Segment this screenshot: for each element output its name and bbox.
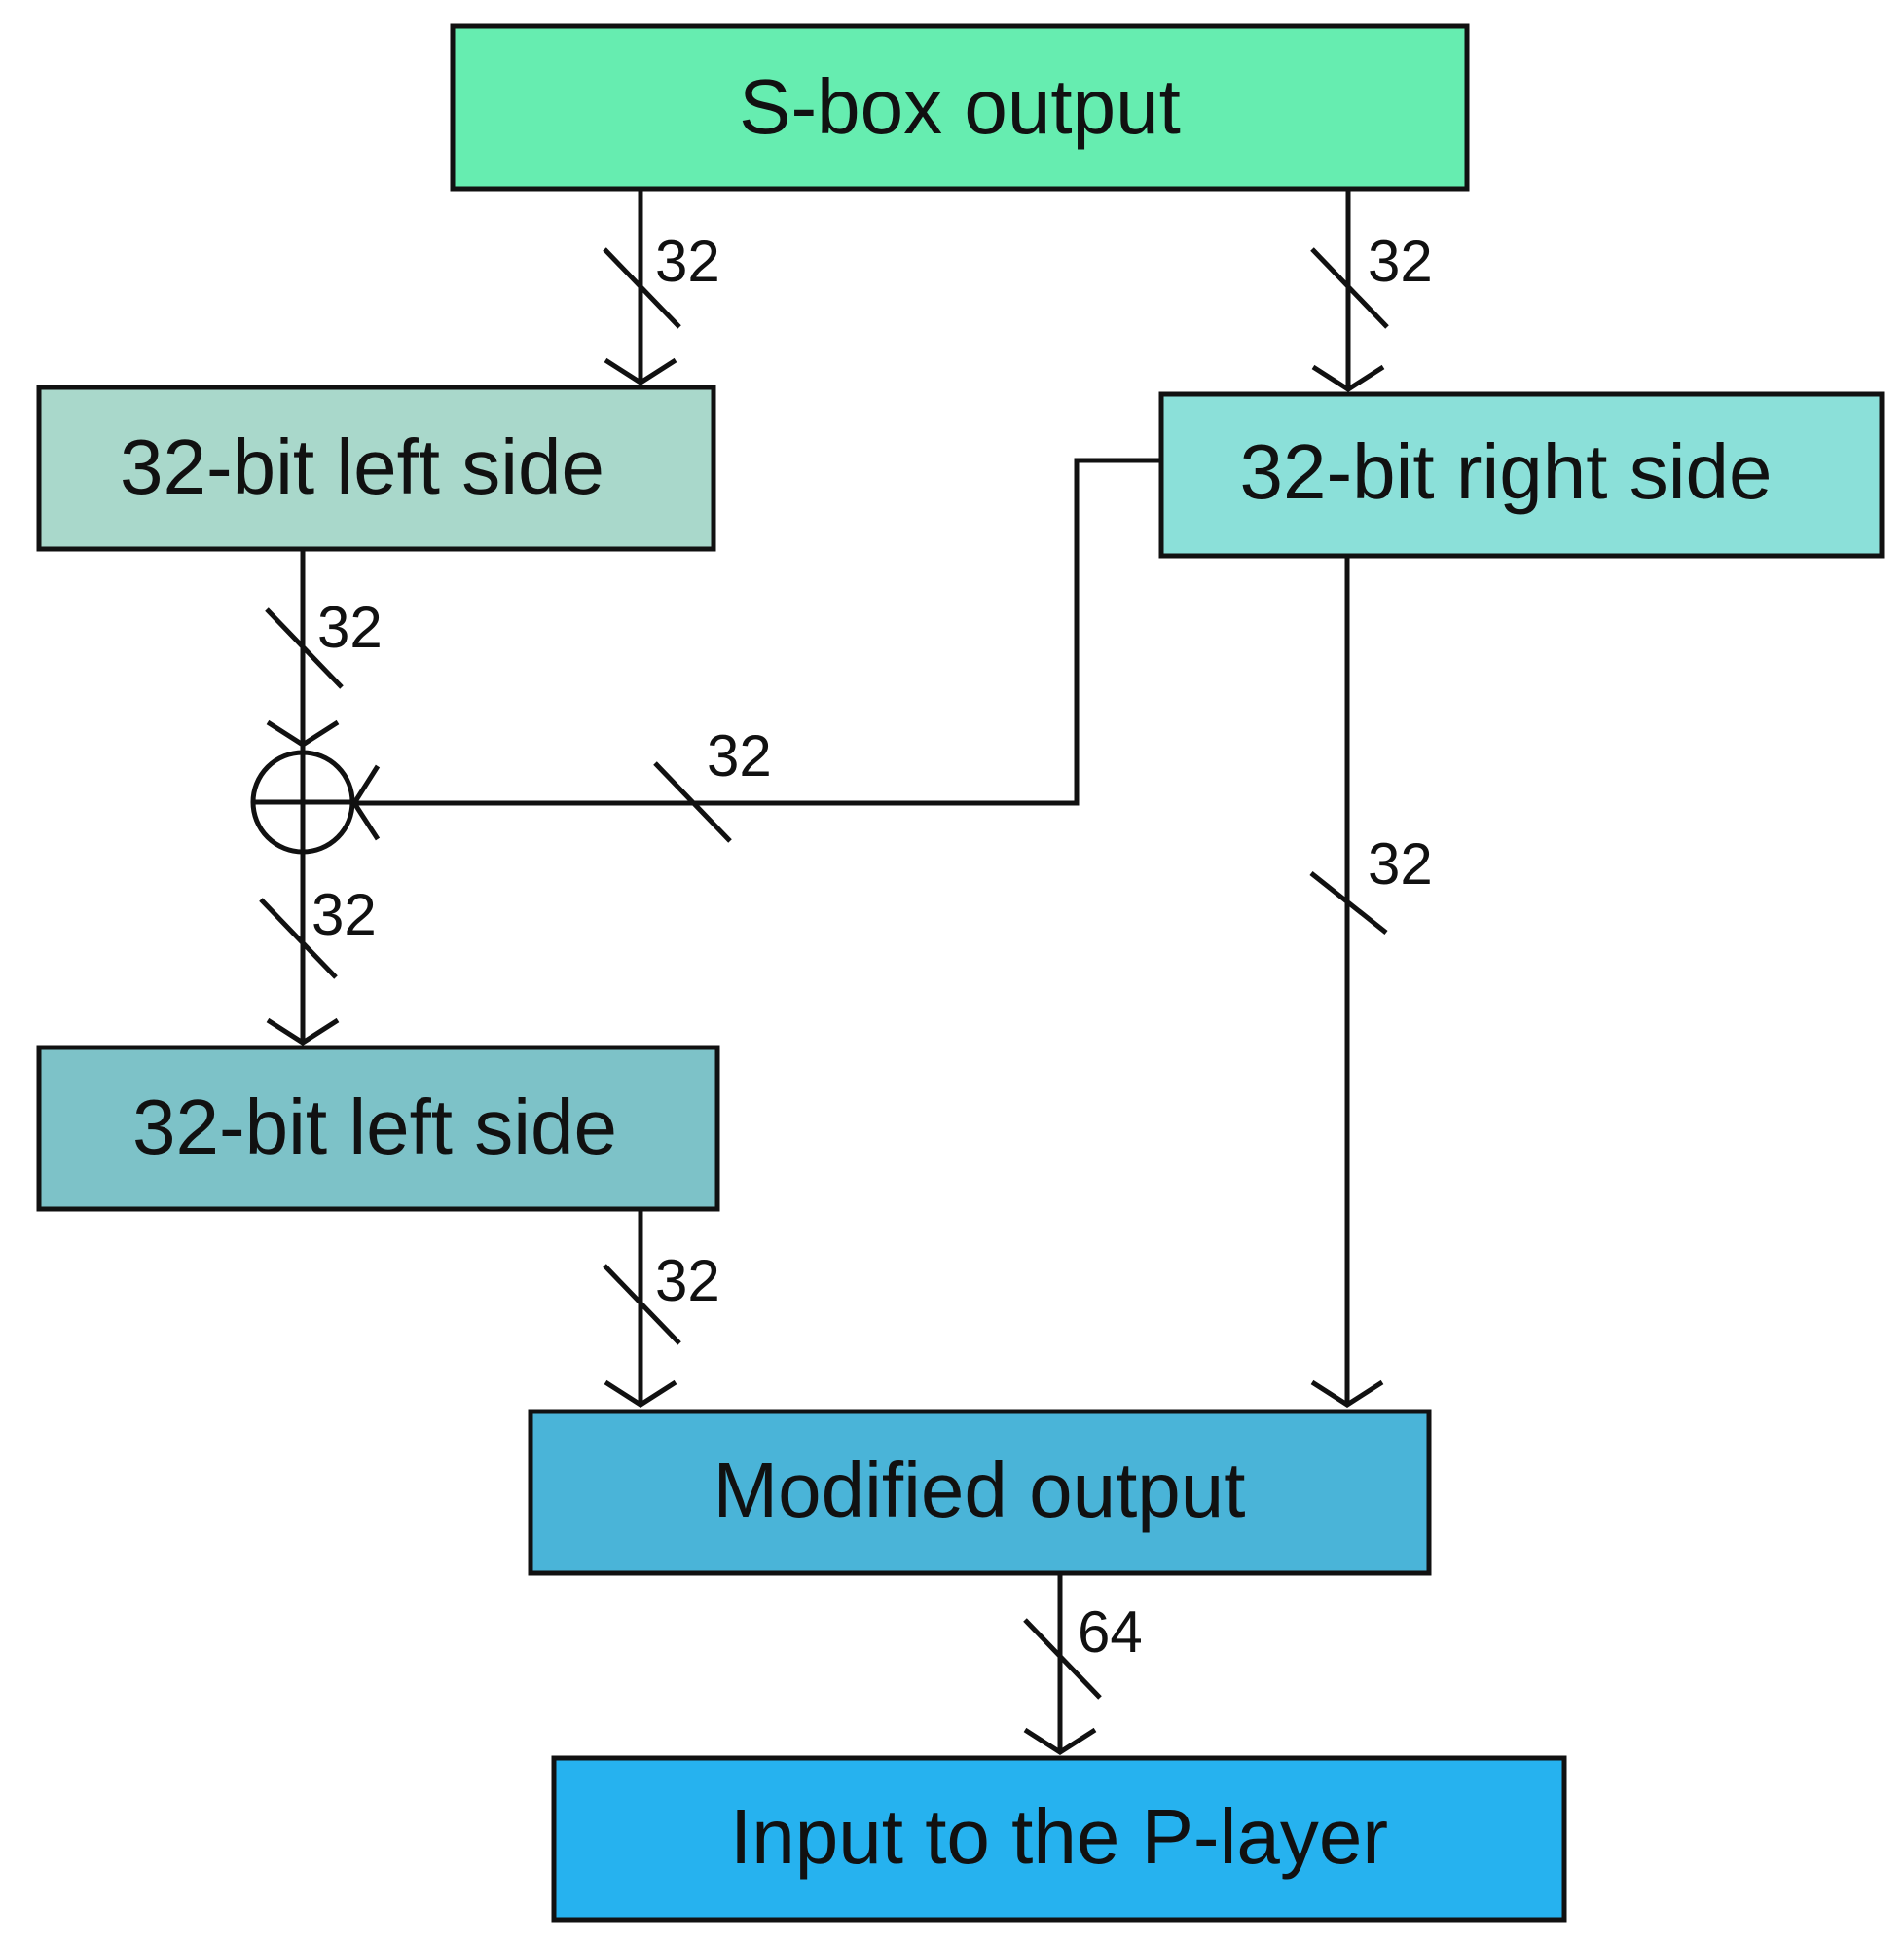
wire-left-to-modified: 32 — [603, 1209, 720, 1408]
bus-slash-icon — [1309, 871, 1388, 935]
bus-width-label: 32 — [655, 229, 720, 294]
sbox-output-label: S-box output — [739, 63, 1181, 150]
sbox-output-box — [450, 23, 1470, 192]
arrow-head-icon — [1023, 1727, 1097, 1755]
right-block: 32-bit right side — [1158, 391, 1885, 559]
xor-symbol-icon — [250, 750, 355, 855]
bus-width-label: 32 — [1368, 831, 1433, 897]
player-input-label: Input to the P-layer — [730, 1793, 1388, 1880]
left-top-box — [36, 385, 716, 552]
modified-output-label: Modified output — [713, 1447, 1245, 1533]
arrow-head-icon — [266, 1017, 340, 1046]
bus-width-label: 32 — [655, 1248, 720, 1313]
wire-modified-to-player: 64 — [1023, 1573, 1143, 1755]
bus-slash-icon — [603, 247, 681, 329]
left-bottom-box — [36, 1045, 720, 1212]
right-box — [1158, 391, 1885, 559]
wire-line — [352, 458, 1161, 806]
bus-width-label: 32 — [317, 595, 383, 660]
sbox-output-block: S-box output — [450, 23, 1470, 192]
wire-right-to-modified: 32 — [1309, 556, 1433, 1408]
left-bottom-label: 32-bit left side — [132, 1083, 617, 1170]
arrow-head-icon — [604, 1379, 677, 1408]
bus-width-label: 32 — [311, 882, 377, 947]
wire-right-to-xor: 32 — [351, 458, 1161, 843]
modified-output-box — [528, 1409, 1432, 1576]
right-label: 32-bit right side — [1240, 428, 1773, 515]
bus-slash-icon — [1023, 1618, 1102, 1700]
arrow-head-icon — [351, 764, 381, 841]
player-input-block: Input to the P-layer — [551, 1755, 1567, 1923]
bus-slash-icon — [259, 898, 338, 979]
wire-sbox-to-right: 32 — [1310, 189, 1433, 392]
bus-width-label: 64 — [1078, 1599, 1143, 1665]
bus-slash-icon — [653, 761, 732, 843]
arrow-head-icon — [604, 357, 677, 385]
bus-width-label: 32 — [707, 723, 772, 789]
bus-slash-icon — [265, 607, 344, 689]
arrow-head-icon — [1311, 364, 1385, 392]
left-bottom-block: 32-bit left side — [36, 1045, 720, 1212]
wire-xor-to-left-bottom: 32 — [259, 852, 377, 1046]
player-input-box — [551, 1755, 1567, 1923]
left-top-block: 32-bit left side — [36, 385, 716, 552]
left-top-label: 32-bit left side — [120, 423, 604, 510]
modified-output-block: Modified output — [528, 1409, 1432, 1576]
bus-width-label: 32 — [1368, 229, 1433, 294]
arrow-head-icon — [266, 719, 340, 748]
bus-slash-icon — [1310, 247, 1389, 329]
arrow-head-icon — [1310, 1379, 1384, 1408]
wire-left-to-xor: 32 — [265, 549, 383, 751]
wire-sbox-to-left: 32 — [603, 189, 720, 385]
bus-slash-icon — [603, 1264, 681, 1345]
